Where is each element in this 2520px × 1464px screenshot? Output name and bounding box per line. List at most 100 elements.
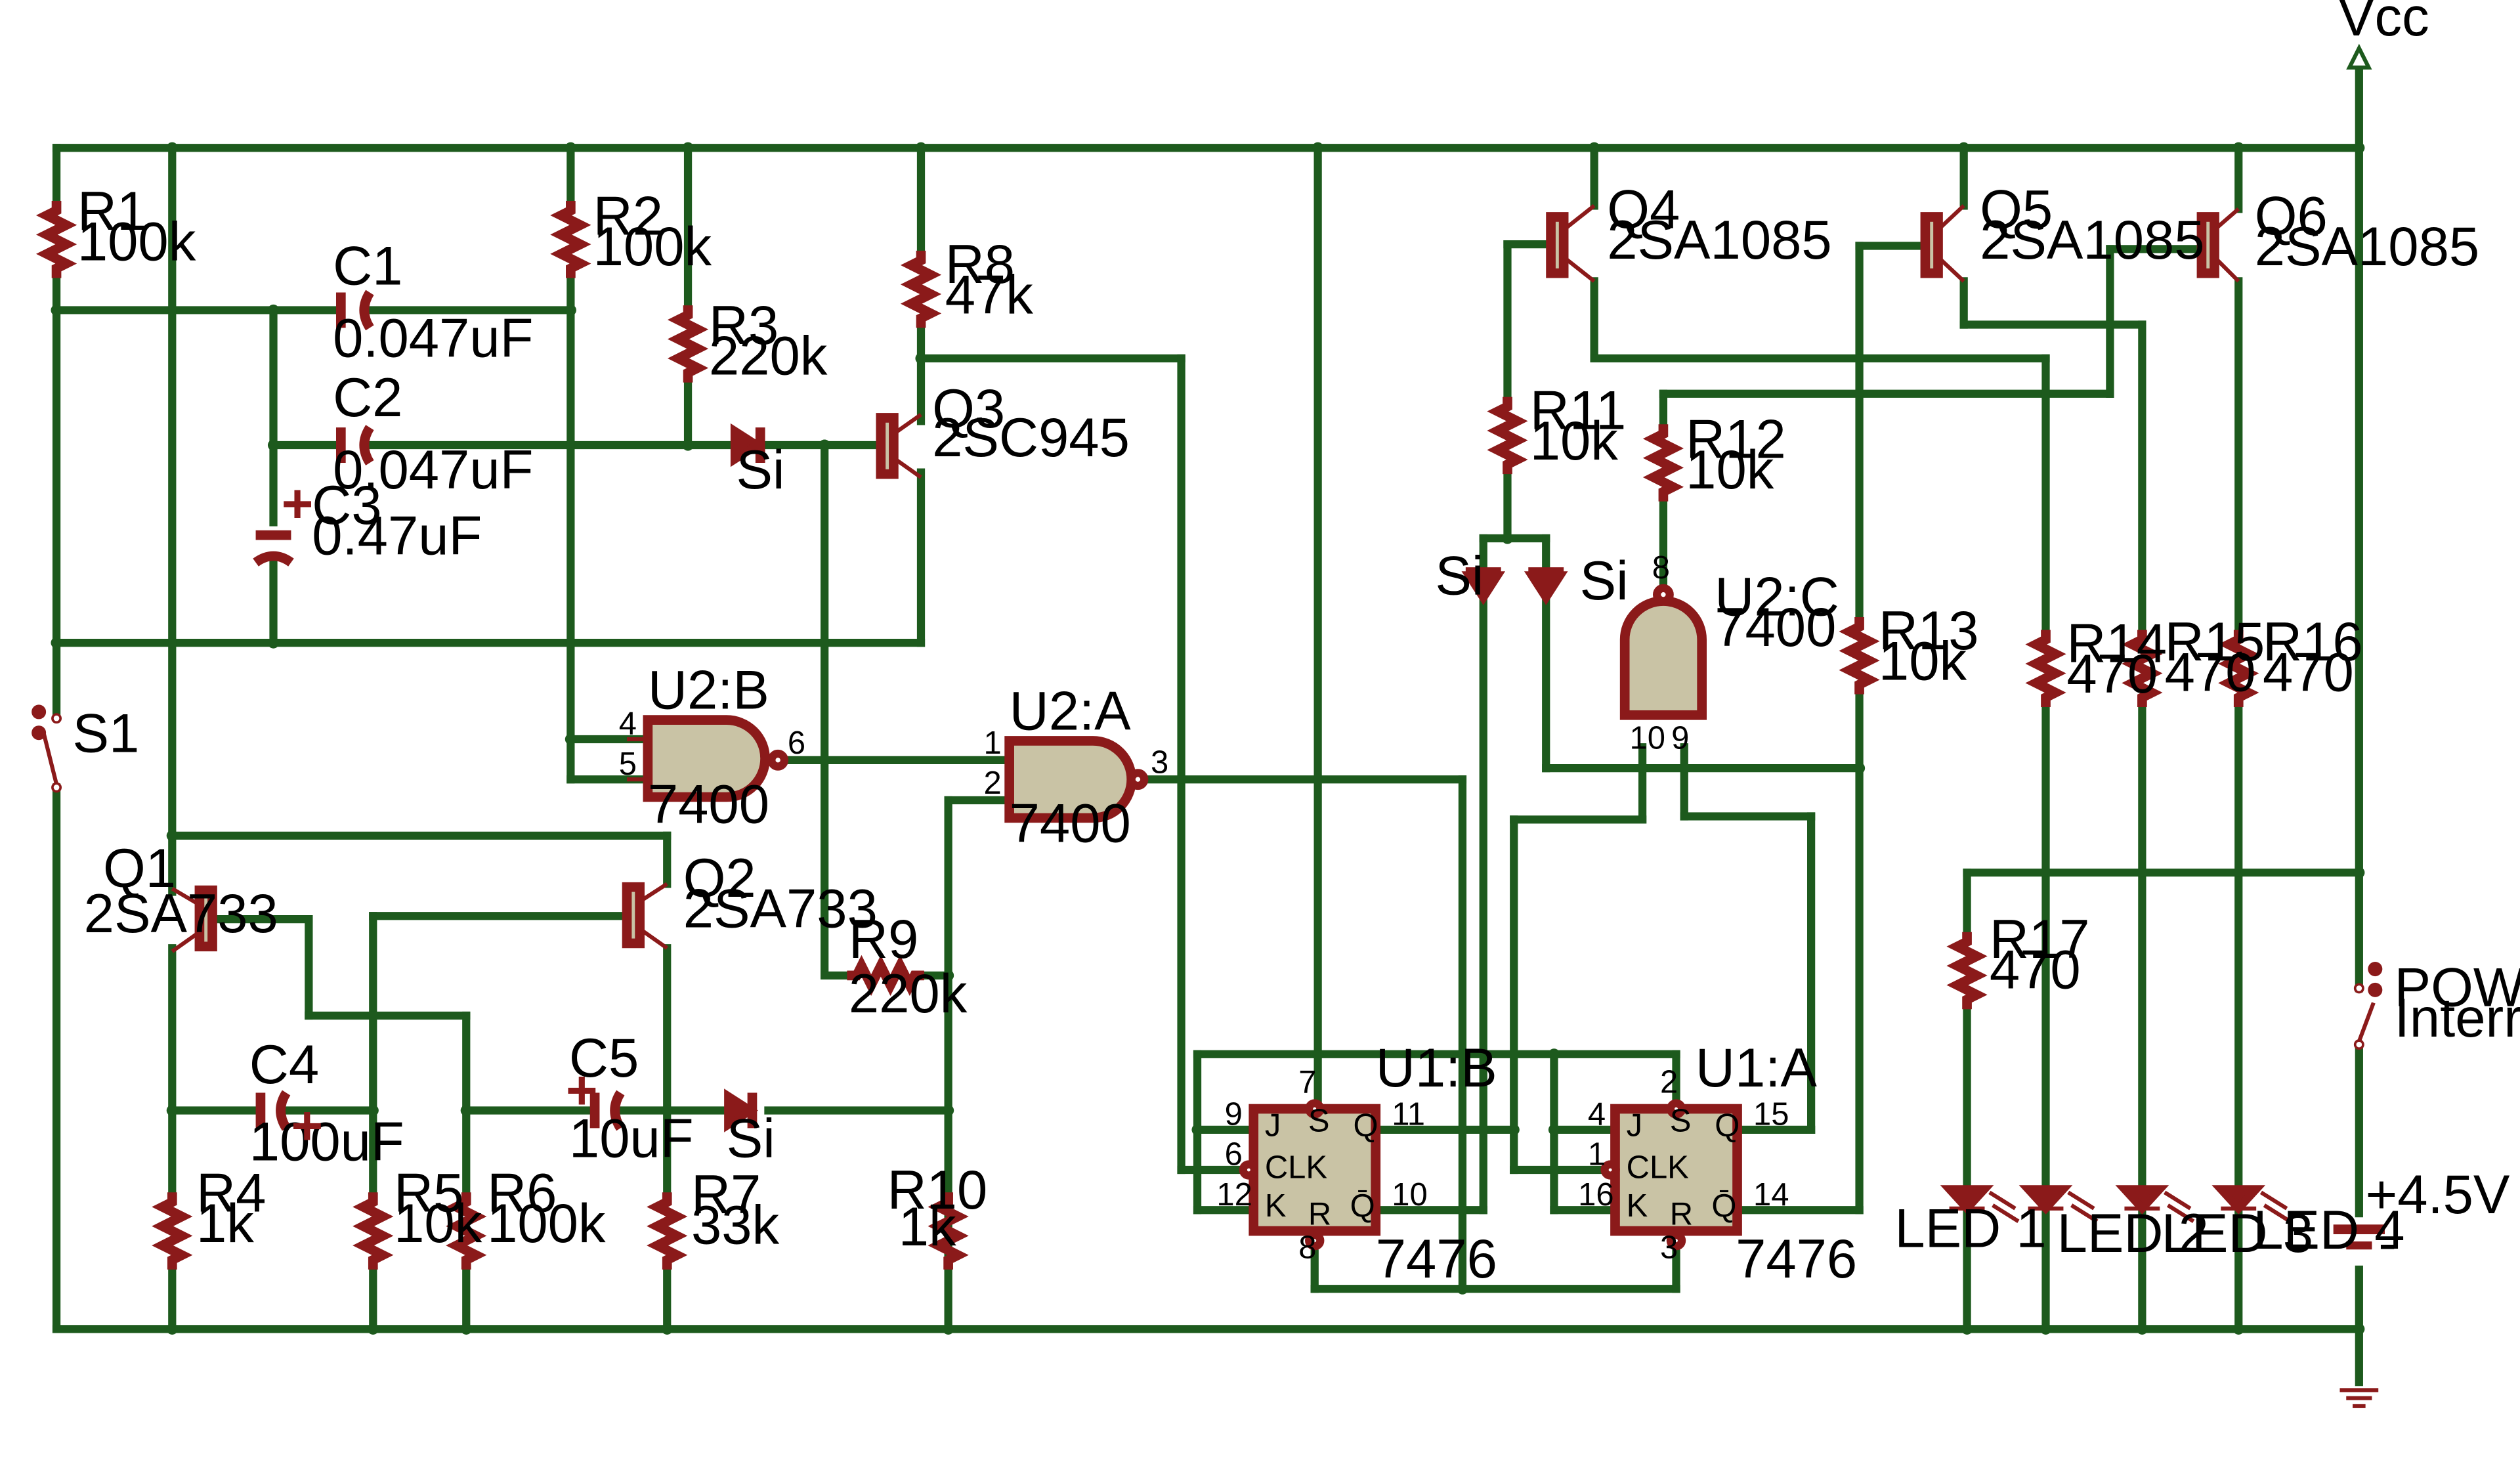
component-label: 10k (394, 1193, 482, 1254)
component-label: 3 (1660, 1230, 1678, 1266)
component-label: K (1265, 1188, 1287, 1224)
component-label: 2SA1085 (2255, 216, 2479, 277)
component-label: 4 (619, 706, 637, 742)
component-label: 6 (1225, 1137, 1243, 1173)
component-label: 1 (1588, 1137, 1606, 1173)
component-label: 1k (196, 1193, 254, 1254)
switch-power: POWER Interrupteur (2353, 957, 2520, 1050)
component-label: 10k (1686, 439, 1774, 500)
component-label: LED 1 (1894, 1198, 2046, 1259)
component-label: Q2 (683, 848, 756, 909)
component-label: 100k (487, 1193, 606, 1254)
component-label: S (1308, 1103, 1330, 1138)
component-label: R16 (2263, 611, 2363, 672)
component-label: 470 (2263, 642, 2354, 703)
component-label: 4 (1588, 1097, 1606, 1132)
transistor-symbols (171, 204, 2240, 953)
component-label: Q5 (1980, 179, 2053, 240)
s1-label: S1 (73, 703, 140, 764)
component-label: R6 (487, 1163, 557, 1224)
component-label: K (1627, 1188, 1648, 1224)
component-label: R8 (945, 234, 1015, 295)
component-label: 16 (1578, 1177, 1613, 1213)
component-label: 11 (1392, 1097, 1425, 1132)
component-label: 10k (1530, 410, 1619, 471)
component-label: CLK (1265, 1150, 1328, 1185)
component-label: R10 (887, 1159, 988, 1220)
component-label: 15 (1753, 1097, 1789, 1132)
power-sub-label: Interrupteur (2395, 987, 2520, 1048)
component-label: 6 (788, 725, 805, 761)
c3-plus: + (282, 473, 314, 534)
component-label: 2SA1085 (1607, 209, 1831, 270)
gate-u2a: U2:A 7400 1 2 3 (983, 680, 1168, 853)
component-label: 33k (691, 1195, 780, 1256)
component-label: 47k (945, 264, 1034, 325)
component-label: 2 (983, 765, 1001, 801)
component-label: 12 (1216, 1177, 1252, 1213)
led-4 (2211, 1185, 2292, 1223)
component-label: J (1265, 1108, 1281, 1144)
component-label: 100k (77, 211, 196, 272)
c5-plus: + (566, 1060, 598, 1121)
component-label: R2 (593, 185, 663, 246)
component-label: R13 (1879, 600, 1979, 661)
component-label: Si (1435, 546, 1484, 607)
component-label: R7 (691, 1164, 761, 1225)
led-2 (2018, 1185, 2099, 1223)
component-label: Q̄ (1711, 1188, 1736, 1224)
component-label: 2SA733 (683, 878, 878, 939)
component-label: Q6 (2255, 185, 2328, 246)
component-label: Q1 (103, 838, 176, 899)
c4-plus: + (291, 1095, 323, 1156)
component-label: R12 (1686, 409, 1786, 470)
component-label: 3 (1151, 744, 1168, 780)
component-label: LED 3 (2162, 1203, 2313, 1264)
component-label: U1:A (1696, 1037, 1818, 1098)
component-label: 470 (2066, 643, 2158, 704)
component-label: 7400 (1715, 597, 1836, 658)
component-label: 2SC945 (932, 407, 1130, 468)
component-label: 10 (1630, 721, 1665, 756)
component-label: R15 (2165, 611, 2265, 672)
component-label: 10k (1879, 630, 1967, 691)
vcc-label: Vcc (2338, 0, 2429, 47)
component-label: 0.047uF (333, 307, 533, 368)
component-label: U2:A (1010, 680, 1132, 741)
ground-symbol (2339, 1388, 2379, 1408)
component-label: Si (736, 439, 784, 500)
component-label: 14 (1753, 1177, 1789, 1213)
battery-label: +4.5V (2366, 1164, 2510, 1225)
vcc-terminal: Vcc (2338, 0, 2429, 70)
component-label: C5 (569, 1027, 639, 1088)
junction-dots (51, 142, 2365, 1335)
gate-u2b: U2:B 7400 4 5 6 (619, 660, 805, 835)
component-label: 100k (593, 216, 712, 277)
component-label: 8 (1298, 1230, 1316, 1266)
component-label: Si (727, 1108, 775, 1169)
led-symbols (1940, 1185, 2292, 1223)
component-label: Q (1715, 1108, 1740, 1144)
wires (52, 63, 2363, 1387)
component-label: Q3 (932, 378, 1005, 439)
component-label: 9 (1671, 721, 1689, 756)
component-label: 8 (1652, 550, 1670, 586)
component-label: 220k (849, 963, 968, 1024)
component-label: 100uF (249, 1111, 404, 1172)
component-label: R (1308, 1196, 1331, 1232)
component-label: C2 (333, 367, 402, 428)
component-label: R1 (77, 181, 147, 242)
component-label: R3 (709, 295, 779, 356)
flipflop-u1b: U1:B 7476 J CLK K S R Q Q̄ 9 6 12 7 8 11… (1216, 1037, 1497, 1289)
component-label: 1k (899, 1196, 956, 1257)
component-label: U1:B (1376, 1037, 1497, 1098)
component-label: 7400 (648, 773, 769, 834)
diode-symbols (724, 423, 1568, 1132)
component-label: R17 (1990, 909, 2090, 970)
component-label: Si (1580, 550, 1629, 611)
component-label: 10 (1392, 1177, 1427, 1213)
component-label: U2:C (1715, 567, 1839, 628)
component-label: 7476 (1376, 1228, 1497, 1289)
